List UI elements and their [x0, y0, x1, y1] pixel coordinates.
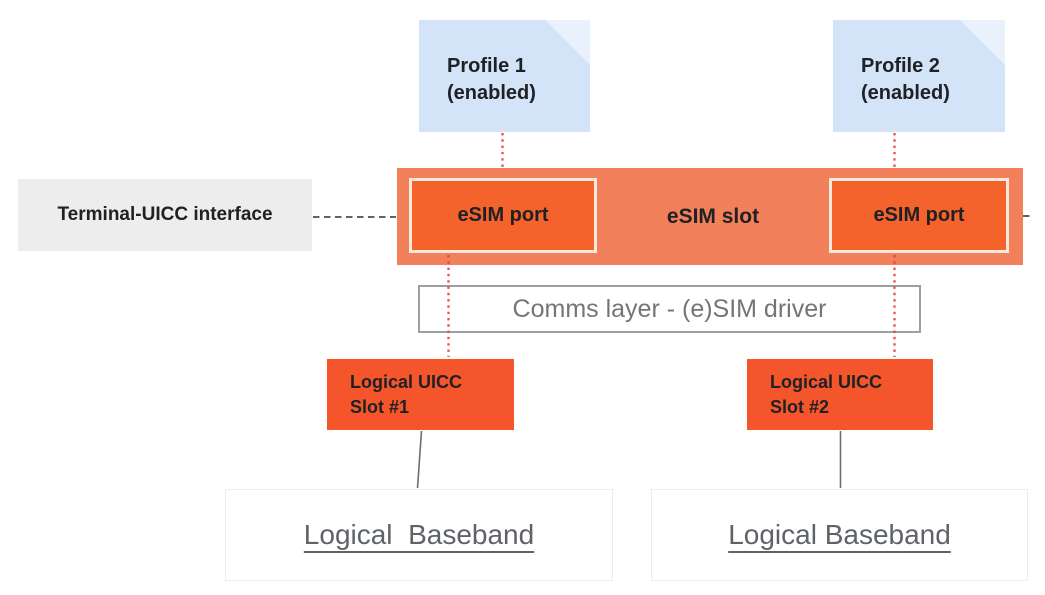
logical-uicc-slot-1: Logical UICC Slot #1	[327, 359, 514, 430]
esim-port-1: eSIM port	[409, 178, 597, 253]
profile-2-name: Profile 2	[861, 55, 940, 77]
esim-slot-label: eSIM slot	[666, 204, 760, 228]
comms-layer-label: Comms layer - (e)SIM driver	[512, 294, 827, 323]
comms-layer-box: Comms layer - (e)SIM driver	[418, 285, 921, 333]
profile-1-card: Profile 1 (enabled)	[419, 20, 590, 132]
terminal-uicc-interface-label: Terminal-UICC interface	[18, 179, 312, 251]
logical-uicc-slot-1-number: Slot #1	[350, 396, 410, 417]
profile-2-card: Profile 2 (enabled)	[833, 20, 1005, 132]
profile-1-card-body: Profile 1 (enabled)	[419, 20, 590, 132]
profile-2-state: (enabled)	[861, 82, 950, 104]
logical-uicc-slot-2-name: Logical UICC	[770, 371, 883, 392]
logical-baseband-2: Logical Baseband	[651, 489, 1028, 581]
logical-uicc-slot-1-name: Logical UICC	[350, 371, 463, 392]
terminal-uicc-interface-text: Terminal-UICC interface	[57, 204, 273, 225]
connector-uicc1-to-baseband1	[416, 430, 423, 489]
esim-port-2-label: eSIM port	[873, 204, 965, 226]
logical-uicc-slot-2: Logical UICC Slot #2	[747, 359, 933, 430]
logical-baseband-2-label: Logical Baseband	[728, 519, 951, 550]
esim-port-1-label: eSIM port	[457, 204, 549, 226]
logical-baseband-1-label: Logical Baseband	[303, 519, 535, 550]
logical-uicc-slot-2-number: Slot #2	[770, 396, 830, 417]
profile-1-state: (enabled)	[447, 82, 536, 104]
logical-baseband-1: Logical Baseband	[225, 489, 613, 581]
esim-port-2: eSIM port	[829, 178, 1009, 253]
profile-2-card-body: Profile 2 (enabled)	[833, 20, 1005, 132]
profile-1-name: Profile 1	[447, 55, 526, 77]
